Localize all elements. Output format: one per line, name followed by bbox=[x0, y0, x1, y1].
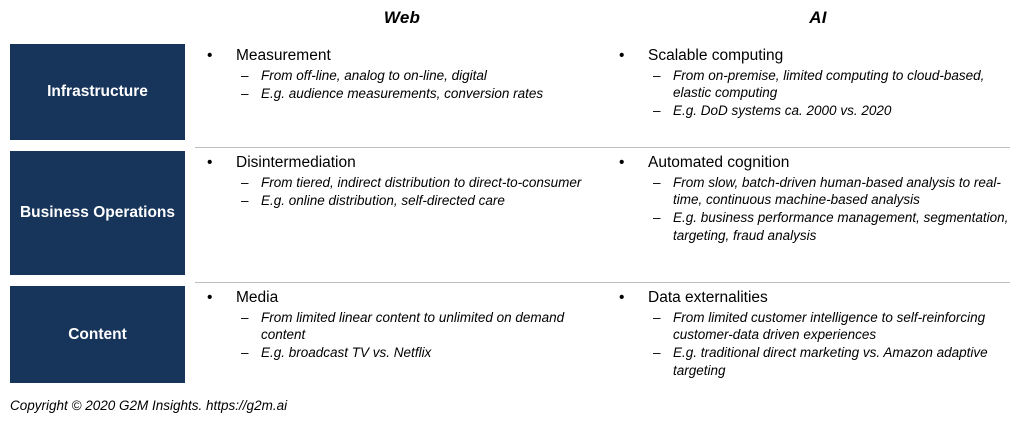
bullet-dot-icon: • bbox=[207, 47, 213, 64]
dash-icon: – bbox=[653, 309, 661, 325]
sub-bullet-text: E.g. DoD systems ca. 2000 vs. 2020 bbox=[673, 103, 892, 119]
sub-bullet-item: – E.g. audience measurements, conversion… bbox=[236, 85, 595, 102]
bullet-dot-icon: • bbox=[619, 154, 625, 171]
column-header-web: Web bbox=[383, 8, 421, 27]
sub-bullet-item: – E.g. online distribution, self-directe… bbox=[236, 192, 595, 209]
bullet-list: • Disintermediation – From tiered, indir… bbox=[203, 154, 595, 209]
dash-icon: – bbox=[241, 309, 249, 325]
matrix-row-infrastructure: Infrastructure • Measurement – From off-… bbox=[0, 40, 1024, 147]
bullet-dot-icon: • bbox=[207, 154, 213, 171]
sub-bullet-text: From slow, batch-driven human-based anal… bbox=[673, 174, 1001, 208]
sub-bullet-item: – E.g. traditional direct marketing vs. … bbox=[648, 344, 1010, 379]
sub-bullet-text: E.g. traditional direct marketing vs. Am… bbox=[673, 345, 988, 378]
cell-infrastructure-ai: • Scalable computing – From on-premise, … bbox=[609, 40, 1024, 147]
sub-bullet-text: From on-premise, limited computing to cl… bbox=[673, 67, 985, 101]
dash-icon: – bbox=[241, 86, 249, 102]
bullet-item: • Scalable computing – From on-premise, … bbox=[615, 47, 1010, 120]
cell-content-ai: • Data externalities – From limited cust… bbox=[609, 282, 1024, 390]
bullet-item: • Data externalities – From limited cust… bbox=[615, 289, 1010, 379]
matrix-row-content: Content • Media – From limited linear co… bbox=[0, 282, 1024, 390]
bullet-heading: Data externalities bbox=[648, 289, 768, 306]
sub-bullet-item: – From limited customer intelligence to … bbox=[648, 309, 1010, 344]
row-label-cell-infrastructure: Infrastructure bbox=[0, 40, 195, 147]
sub-bullet-text: From limited linear content to unlimited… bbox=[261, 309, 565, 343]
row-label-box-business-operations: Business Operations bbox=[10, 151, 185, 275]
bullet-item: • Automated cognition – From slow, batch… bbox=[615, 154, 1010, 244]
bullet-heading: Measurement bbox=[236, 47, 331, 64]
cell-business-operations-ai: • Automated cognition – From slow, batch… bbox=[609, 147, 1024, 282]
sub-bullet-text: E.g. audience measurements, conversion r… bbox=[261, 86, 544, 102]
row-separator bbox=[195, 147, 1010, 148]
bullet-dot-icon: • bbox=[207, 289, 213, 306]
dash-icon: – bbox=[653, 210, 661, 226]
column-header-ai: AI bbox=[809, 8, 827, 27]
sub-bullet-list: – From tiered, indirect distribution to … bbox=[236, 174, 595, 210]
dash-icon: – bbox=[241, 174, 249, 190]
dash-icon: – bbox=[241, 193, 249, 209]
bullet-item: • Media – From limited linear content to… bbox=[203, 289, 595, 362]
matrix-row-business-operations: Business Operations • Disintermediation … bbox=[0, 147, 1024, 282]
sub-bullet-item: – E.g. DoD systems ca. 2000 vs. 2020 bbox=[648, 102, 1010, 119]
sub-bullet-text: From limited customer intelligence to se… bbox=[673, 309, 986, 343]
cell-infrastructure-web: • Measurement – From off-line, analog to… bbox=[195, 40, 609, 147]
sub-bullet-text: E.g. business performance management, se… bbox=[673, 210, 1009, 243]
cell-business-operations-web: • Disintermediation – From tiered, indir… bbox=[195, 147, 609, 282]
sub-bullet-list: – From on-premise, limited computing to … bbox=[648, 67, 1010, 120]
row-label-box-content: Content bbox=[10, 286, 185, 383]
dash-icon: – bbox=[653, 67, 661, 83]
bullet-heading: Scalable computing bbox=[648, 47, 784, 64]
row-label-box-infrastructure: Infrastructure bbox=[10, 44, 185, 140]
sub-bullet-item: – From off-line, analog to on-line, digi… bbox=[236, 67, 595, 84]
dash-icon: – bbox=[653, 174, 661, 190]
bullet-dot-icon: • bbox=[619, 47, 625, 64]
sub-bullet-item: – From slow, batch-driven human-based an… bbox=[648, 174, 1010, 209]
cell-content-web: • Media – From limited linear content to… bbox=[195, 282, 609, 390]
row-label-cell-content: Content bbox=[0, 282, 195, 390]
row-label-cell-business-operations: Business Operations bbox=[0, 147, 195, 282]
bullet-item: • Measurement – From off-line, analog to… bbox=[203, 47, 595, 102]
sub-bullet-item: – From limited linear content to unlimit… bbox=[236, 309, 595, 344]
sub-bullet-list: – From off-line, analog to on-line, digi… bbox=[236, 67, 595, 103]
sub-bullet-text: E.g. broadcast TV vs. Netflix bbox=[261, 345, 432, 361]
sub-bullet-list: – From limited linear content to unlimit… bbox=[236, 309, 595, 362]
bullet-item: • Disintermediation – From tiered, indir… bbox=[203, 154, 595, 209]
dash-icon: – bbox=[241, 67, 249, 83]
bullet-dot-icon: • bbox=[619, 289, 625, 306]
bullet-list: • Scalable computing – From on-premise, … bbox=[615, 47, 1010, 120]
row-separator bbox=[195, 282, 1010, 283]
sub-bullet-item: – E.g. business performance management, … bbox=[648, 209, 1010, 244]
dash-icon: – bbox=[653, 345, 661, 361]
sub-bullet-item: – From on-premise, limited computing to … bbox=[648, 67, 1010, 102]
sub-bullet-text: From off-line, analog to on-line, digita… bbox=[261, 67, 487, 83]
dash-icon: – bbox=[653, 103, 661, 119]
bullet-list: • Media – From limited linear content to… bbox=[203, 289, 595, 362]
sub-bullet-list: – From limited customer intelligence to … bbox=[648, 309, 1010, 379]
sub-bullet-text: E.g. online distribution, self-directed … bbox=[261, 193, 505, 209]
bullet-heading: Automated cognition bbox=[648, 154, 790, 171]
sub-bullet-text: From tiered, indirect distribution to di… bbox=[261, 174, 582, 190]
dash-icon: – bbox=[241, 345, 249, 361]
sub-bullet-item: – E.g. broadcast TV vs. Netflix bbox=[236, 344, 595, 361]
bullet-list: • Data externalities – From limited cust… bbox=[615, 289, 1010, 379]
comparison-matrix: Infrastructure • Measurement – From off-… bbox=[0, 40, 1024, 390]
sub-bullet-item: – From tiered, indirect distribution to … bbox=[236, 174, 595, 191]
bullet-list: • Automated cognition – From slow, batch… bbox=[615, 154, 1010, 244]
bullet-list: • Measurement – From off-line, analog to… bbox=[203, 47, 595, 102]
bullet-heading: Media bbox=[236, 289, 279, 306]
bullet-heading: Disintermediation bbox=[236, 154, 356, 171]
copyright-notice: Copyright © 2020 G2M Insights. https://g… bbox=[10, 398, 288, 413]
sub-bullet-list: – From slow, batch-driven human-based an… bbox=[648, 174, 1010, 244]
